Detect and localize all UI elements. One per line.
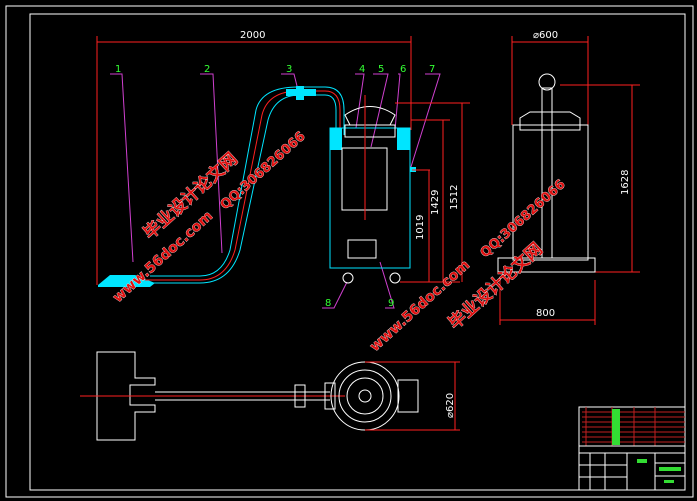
vertical-dimensions [395,102,470,283]
base [497,257,596,273]
dimension-text-diameter-600: ⌀600 [533,30,558,41]
part-label-3: 3 [286,64,292,75]
nozzle-plan [96,351,156,441]
dimension-text-1019: 1019 [415,215,426,240]
floor-nozzle [98,275,155,287]
wheel-rear [389,272,401,284]
dimension-text-diameter-620: ⌀620 [445,393,456,418]
part-label-5: 5 [378,64,384,75]
dimension-text-800: 800 [536,308,555,319]
tank-side [512,124,589,261]
front-view [98,86,416,287]
dimension-text-2000: 2000 [240,30,265,41]
part-label-4: 4 [359,64,365,75]
part-label-6: 6 [400,64,406,75]
part-label-9: 9 [388,298,394,309]
dimension-text-1628: 1628 [620,170,631,195]
part-label-2: 2 [204,64,210,75]
outer-frame [5,5,694,498]
inner-frame [29,13,686,491]
tank-body [329,127,411,269]
wheel-front [342,272,354,284]
motor [347,239,377,259]
handle-post [541,87,553,259]
hose-inner [150,86,345,277]
dimension-text-1512: 1512 [449,185,460,210]
hose-centerline [145,90,341,281]
part-label-1: 1 [115,64,121,75]
dimension-text-1429: 1429 [430,190,441,215]
plan-view [80,351,460,441]
dimension-2000 [96,36,412,285]
part-label-7: 7 [429,64,435,75]
hose-outer [140,94,337,284]
motor-head [344,106,396,126]
part-leaders [110,73,441,309]
side-view [497,36,640,325]
part-label-8: 8 [325,298,331,309]
title-block [578,406,686,491]
